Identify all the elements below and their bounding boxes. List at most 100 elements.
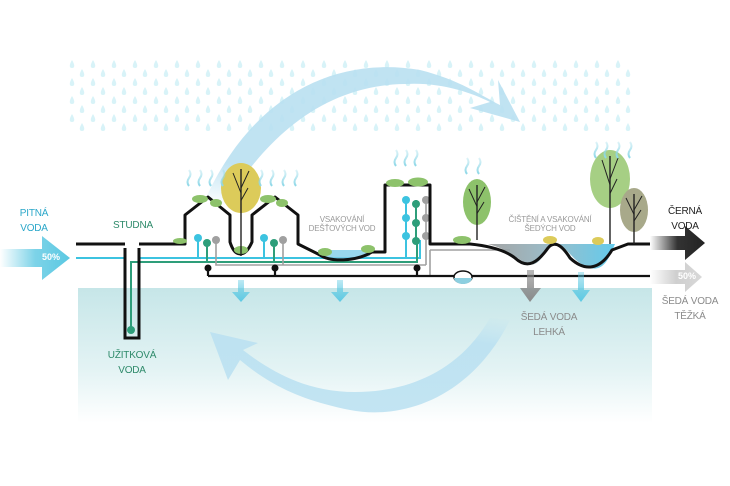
rain-drop (573, 114, 579, 122)
tree-branches (468, 186, 486, 214)
rain-drop (489, 60, 495, 68)
rain-drop (625, 87, 631, 95)
steam-wave (413, 149, 419, 167)
rain-drop (163, 105, 169, 113)
rain-drop (531, 78, 537, 86)
rain-drop (615, 78, 621, 86)
tree-branches (601, 157, 619, 194)
greenery (173, 150, 648, 256)
rain-drop (331, 105, 337, 113)
rain-drop (153, 60, 159, 68)
steam-wave (208, 169, 214, 187)
rain-drop (468, 96, 474, 104)
rain-drop (90, 60, 96, 68)
steam-wave (293, 169, 299, 187)
rain-drop (342, 114, 348, 122)
bush (192, 195, 208, 203)
rain-drop (573, 78, 579, 86)
rain-drop (90, 114, 96, 122)
rain-drop (184, 123, 190, 131)
rain-drop (111, 78, 117, 86)
rain-drop (310, 69, 316, 77)
rain-drop (195, 60, 201, 68)
rain-drop (237, 60, 243, 68)
rain-drop (132, 114, 138, 122)
rain-drop (153, 78, 159, 86)
rain-drop (342, 60, 348, 68)
rain-drop (79, 69, 85, 77)
rain-drop (132, 60, 138, 68)
rain-drop (447, 96, 453, 104)
rain-drop (562, 69, 568, 77)
well-shaft (123, 248, 141, 340)
rain-drop (331, 123, 337, 131)
rain-drop (310, 123, 316, 131)
steam-wave (258, 169, 264, 187)
steam-wave (464, 157, 470, 175)
rain-drop (258, 96, 264, 104)
rain-drop (289, 69, 295, 77)
rain-drop (594, 60, 600, 68)
rain-drop (447, 60, 453, 68)
rain-drop (489, 78, 495, 86)
service-taps (127, 200, 420, 334)
steam-wave (476, 157, 482, 175)
rain-drop (520, 123, 526, 131)
rain-drop (457, 87, 463, 95)
rain-drop (121, 69, 127, 77)
label-line: VODA (118, 365, 146, 376)
label-line: DEŠŤOVÝCH VOD (308, 224, 376, 233)
rain-drop (394, 105, 400, 113)
rain-drop (583, 69, 589, 77)
rain-drop (142, 105, 148, 113)
rain-drop (111, 60, 117, 68)
rain-drop (268, 87, 274, 95)
rain-drop (79, 87, 85, 95)
rain-drop (247, 87, 253, 95)
rain-drop (520, 69, 526, 77)
rain-drop (363, 60, 369, 68)
rain-drop (90, 78, 96, 86)
rain-drop (510, 78, 516, 86)
rain-drop (489, 114, 495, 122)
rain-drop (289, 123, 295, 131)
rain-drop (174, 78, 180, 86)
rain-drop (69, 60, 75, 68)
rain-drop (436, 123, 442, 131)
rain-drop (237, 96, 243, 104)
rain-drop (573, 96, 579, 104)
rain-drop (604, 69, 610, 77)
rain-drop (562, 123, 568, 131)
black-water-outflow-arrow (650, 226, 705, 260)
label-line: ČERNÁ (667, 206, 702, 217)
bush (210, 199, 222, 207)
bush (173, 238, 187, 244)
rain-drop (415, 105, 421, 113)
rain-drop (216, 96, 222, 104)
rain-drop (562, 105, 568, 113)
rain-drop (184, 87, 190, 95)
evaporation-steam (186, 141, 633, 187)
rain-drop (69, 114, 75, 122)
rain-drop (552, 114, 558, 122)
label-pitna-voda: PITNÁ VODA (12, 206, 56, 236)
rain-drop (363, 96, 369, 104)
rain-drop (510, 60, 516, 68)
rain-drop (195, 114, 201, 122)
rain-drop (69, 78, 75, 86)
rain-drop (279, 78, 285, 86)
rain-drop (583, 87, 589, 95)
rain-drop (405, 114, 411, 122)
rain-drop (384, 60, 390, 68)
rain-drop (604, 105, 610, 113)
rain-drop (121, 87, 127, 95)
label-line: ŠEDÁ VODA (661, 296, 719, 307)
rain-drop (426, 96, 432, 104)
rain-drop (499, 123, 505, 131)
rain-drop (184, 69, 190, 77)
label-seda-voda-tezka: ŠEDÁ VODA TĚŽKÁ (655, 294, 725, 324)
label-seda-voda-lehka: ŠEDÁ VODA LEHKÁ (514, 310, 584, 340)
rain-drop (216, 60, 222, 68)
label-line: VODA (671, 221, 699, 232)
rain-drop (100, 105, 106, 113)
